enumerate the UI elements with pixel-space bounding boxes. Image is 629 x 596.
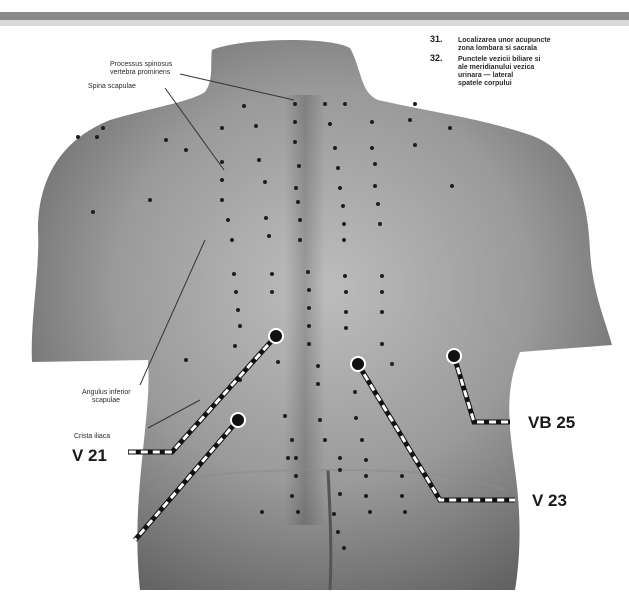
caption-line6: spatele corpului <box>458 80 512 87</box>
caption-line5: urinara — lateral <box>458 72 513 79</box>
spine-shadow <box>285 95 325 525</box>
caption-line1: Localizarea unor acupuncte <box>458 37 551 44</box>
marker-v23 <box>351 357 365 371</box>
marker-v21-upper <box>269 329 283 343</box>
caption-line3: Punctele vezicii biliare si <box>458 56 541 63</box>
annotation-angulus-a: Angulus inferior <box>82 389 131 396</box>
marker-vb25 <box>447 349 461 363</box>
annotation-top-a: Processus spinosus <box>110 61 173 68</box>
annotation-crista: Crista iliaca <box>74 433 110 440</box>
caption: 31. Localizarea unor acupuncte zona lomb… <box>430 34 551 87</box>
caption-n31: 31. <box>430 34 443 44</box>
annotation-angulus-b: scapulae <box>92 397 120 404</box>
annotation-spina: Spina scapulae <box>88 83 136 90</box>
caption-n32: 32. <box>430 53 443 63</box>
caption-line2: zona lombara si sacrala <box>458 45 537 52</box>
caption-line4: ale meridianului vezica <box>458 64 534 71</box>
scan-border <box>0 12 629 20</box>
label-vb25: VB 25 <box>528 413 575 432</box>
annotation-top-b: vertebra prominens <box>110 69 171 76</box>
label-v23: V 23 <box>532 491 567 510</box>
marker-v21-lower <box>231 413 245 427</box>
scan-border-light <box>0 20 629 26</box>
label-v21: V 21 <box>72 446 107 465</box>
